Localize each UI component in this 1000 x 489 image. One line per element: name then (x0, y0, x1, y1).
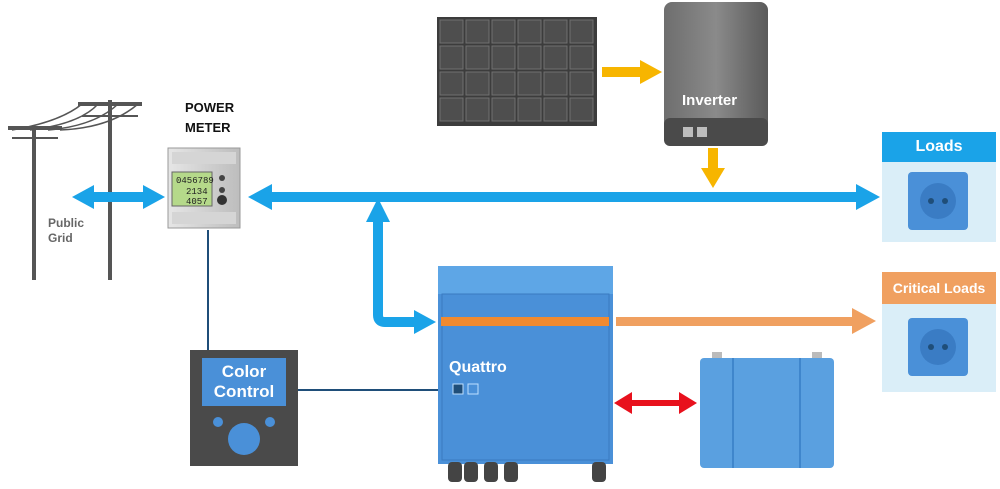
battery-icon (700, 352, 834, 468)
inverter-to-bus-arrow (701, 148, 725, 188)
inverter-label: Inverter (682, 92, 738, 109)
loads-panel (882, 132, 996, 242)
critical-loads-panel (882, 272, 996, 392)
quattro-device (438, 266, 613, 482)
public-grid-label: Public Grid (48, 216, 85, 245)
ac-bus-line (248, 184, 880, 210)
bus-to-quattro-arrow (366, 198, 436, 334)
communication-wires (207, 230, 455, 391)
meter-reading-1: 0456789 (176, 176, 214, 186)
color-control-device (190, 350, 298, 466)
solar-panel-icon (437, 17, 597, 126)
color-control-label: Color Control (213, 362, 275, 401)
meter-reading-2: 2134 (186, 187, 208, 197)
quattro-battery-arrow (614, 392, 697, 414)
utility-poles-icon (8, 100, 142, 280)
quattro-label: Quattro (449, 359, 507, 376)
power-meter-label: POWER METER (185, 100, 235, 135)
inverter-box (664, 2, 768, 146)
quattro-to-critical-loads-arrow (616, 308, 876, 334)
loads-label: Loads (915, 138, 963, 155)
solar-to-inverter-arrow (602, 60, 662, 84)
critical-loads-label: Critical Loads (892, 280, 986, 296)
power-meter-device (167, 147, 241, 229)
grid-to-meter-arrow (72, 185, 165, 209)
meter-reading-3: 4057 (186, 197, 208, 207)
